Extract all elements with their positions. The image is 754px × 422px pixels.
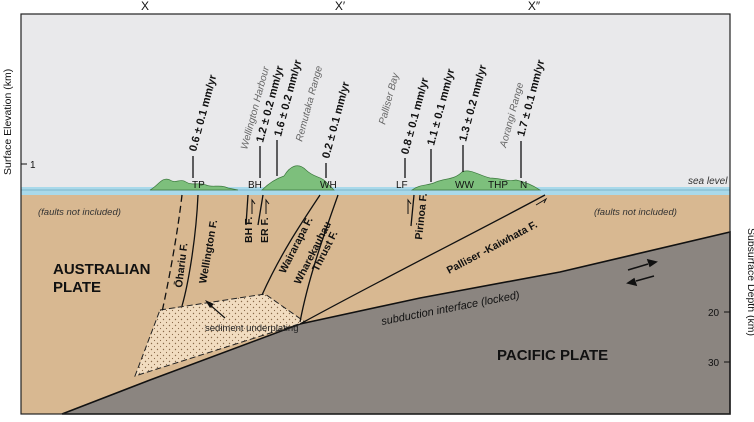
site-n: N	[520, 180, 527, 191]
surface-elevation-axis-title: Surface Elevation (km)	[2, 69, 14, 175]
australian-plate-label-line2: PLATE	[53, 279, 101, 296]
sky-background	[21, 14, 730, 192]
sea-level-label: sea level	[688, 176, 728, 187]
wharekauhau-fault-line	[299, 194, 339, 323]
site-thp: THP	[488, 180, 508, 191]
fault-label-bh: BH F.	[243, 217, 255, 243]
sea	[21, 187, 730, 195]
faults-note-left: (faults not included)	[38, 207, 121, 218]
pacific-plate-label: PACIFIC PLATE	[497, 347, 608, 364]
section-label-x: X	[141, 0, 149, 13]
fault-label-er: ER F.	[259, 217, 271, 243]
wellington-fault-line	[181, 194, 199, 307]
subsurface-depth-axis-title: Subsurface Depth (km)	[745, 228, 754, 336]
sediment-underplating-label: sediment underplating	[205, 323, 298, 334]
depth-tick-label-30: 30	[708, 358, 720, 369]
pirinoa-fault-line	[410, 194, 415, 227]
frame	[20, 13, 731, 415]
site-wh: WH	[320, 180, 337, 191]
site-bh: BH	[248, 180, 262, 191]
depth-tick-label-20: 20	[708, 308, 720, 319]
fault-lines	[161, 194, 546, 325]
topography-remutaka	[261, 165, 335, 191]
underplating-arrow-shaft	[208, 303, 226, 319]
elevation-tick-label: 1	[30, 160, 36, 171]
palliser-kaiwhata-fault-line	[299, 194, 546, 325]
ohariu-fault-line	[161, 194, 183, 313]
faults-note-right: (faults not included)	[594, 207, 677, 218]
subduction-sense-arrows	[626, 258, 658, 287]
bh-fault-line	[245, 194, 249, 226]
fault-label-pirinoa: Pirinoa F.	[413, 193, 430, 241]
underplating-arrow-head	[205, 300, 214, 308]
section-label-x-double-prime: X″	[528, 0, 541, 13]
fault-motion-arrows	[251, 197, 548, 214]
wairarapa-fault-line	[261, 194, 321, 296]
topography-aorangi	[410, 170, 542, 191]
australian-plate-label-line1: AUSTRALIAN	[53, 261, 151, 278]
topography-west	[149, 178, 239, 191]
site-lf: LF	[396, 180, 408, 191]
uplift-leader-lines	[192, 140, 522, 182]
site-tp: TP	[192, 180, 205, 191]
fault-label-ohariu: Ōhariu F.	[173, 242, 190, 288]
er-fault-line	[257, 194, 264, 226]
site-ww: WW	[455, 180, 474, 191]
section-label-x-prime: X′	[335, 0, 346, 13]
